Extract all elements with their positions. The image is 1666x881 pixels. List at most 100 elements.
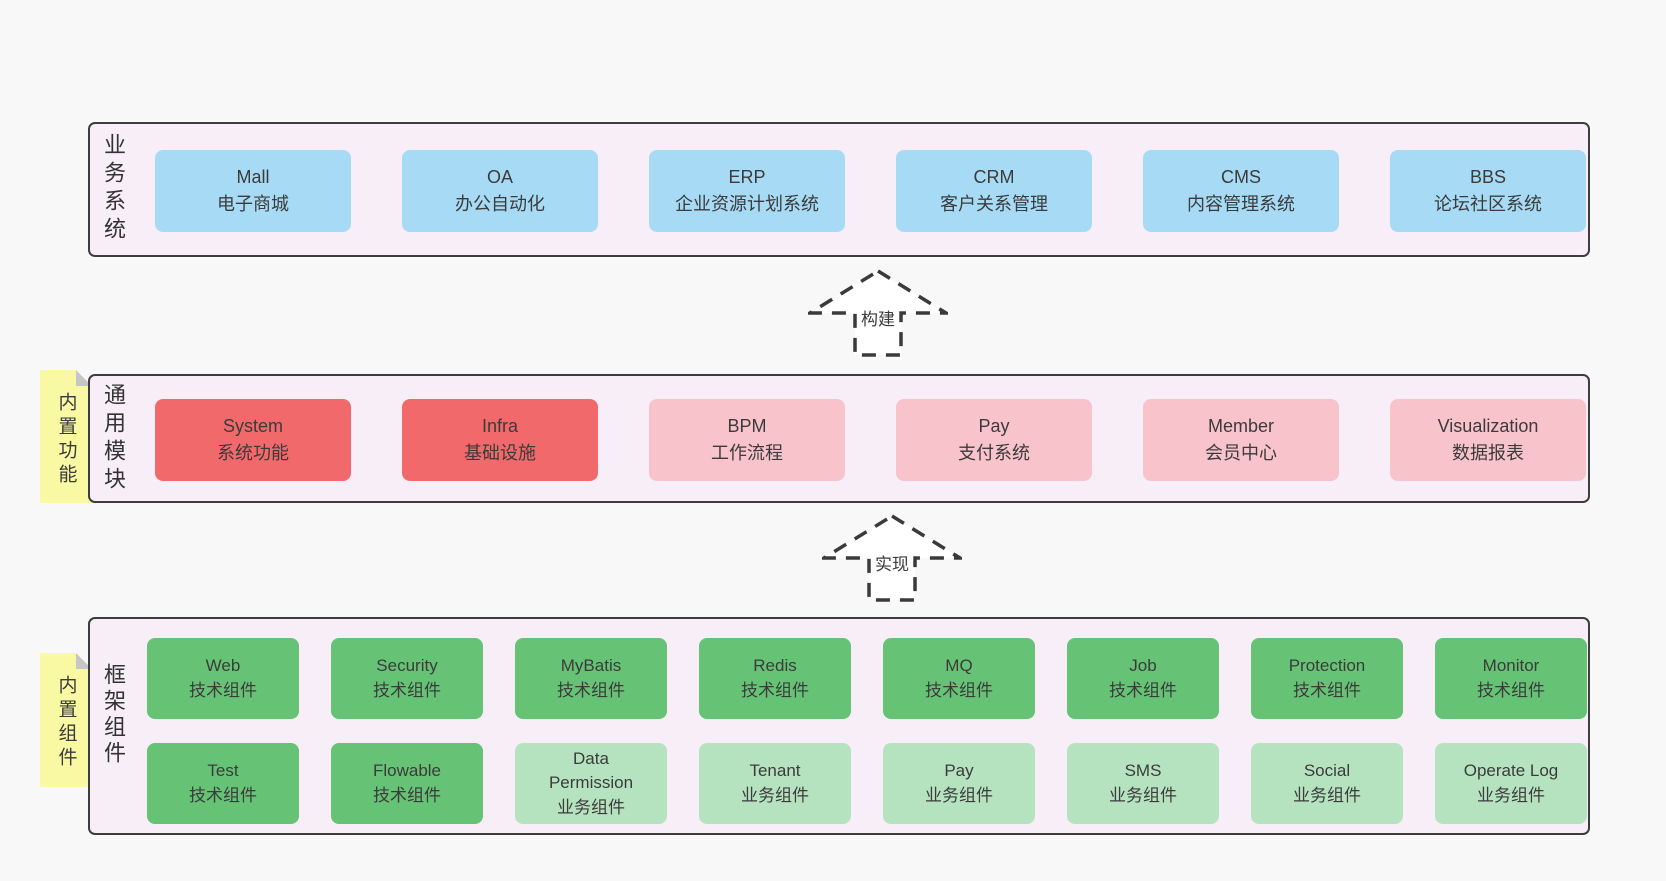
panel-framework-components: 框架组件 Web 技术组件 Security 技术组件 MyBatis 技术组件… — [88, 617, 1590, 835]
box-desc: 数据报表 — [1452, 443, 1524, 463]
box-row: Mall 电子商城 OA 办公自动化 ERP 企业资源计划系统 CRM 客户关系… — [155, 150, 1586, 232]
box-desc: 业务组件 — [557, 797, 625, 817]
box-desc: 会员中心 — [1205, 443, 1277, 463]
box-desc: 技术组件 — [189, 680, 257, 700]
box-desc: 技术组件 — [557, 680, 625, 700]
box-desc: 业务组件 — [1477, 785, 1545, 805]
box-desc: 系统功能 — [217, 443, 289, 463]
sticky-note-built-in-functions: 内置功能 — [40, 370, 92, 503]
box-name: SMS — [1124, 761, 1162, 781]
box-name: BBS — [1469, 167, 1507, 187]
box-row-business: Test 技术组件 Flowable 技术组件 Data Permission … — [147, 743, 1587, 824]
box-name: Member — [1207, 416, 1274, 436]
box-name: Job — [1129, 656, 1157, 676]
box-name: Protection — [1288, 656, 1366, 676]
box-desc: 工作流程 — [711, 443, 783, 463]
box-desc: 技术组件 — [1109, 680, 1177, 700]
box-name: Mall — [236, 167, 270, 187]
box-name: CRM — [973, 167, 1015, 187]
box-desc: 电子商城 — [217, 194, 289, 214]
box-monitor: Monitor 技术组件 — [1435, 638, 1587, 719]
panel-title: 业务系统 — [101, 133, 126, 245]
box-desc: 业务组件 — [741, 785, 809, 805]
arrow-label: 实现 — [872, 550, 912, 575]
box-desc: 支付系统 — [958, 443, 1030, 463]
sticky-note-label: 内置组件 — [55, 675, 77, 771]
box-mybatis: MyBatis 技术组件 — [515, 638, 667, 719]
panel-common-modules: 通用模块 System 系统功能 Infra 基础设施 BPM 工作流程 Pay… — [88, 374, 1590, 503]
box-name: Security — [376, 656, 438, 676]
box-desc: 基础设施 — [464, 443, 536, 463]
box-desc: 业务组件 — [925, 785, 993, 805]
box-oa: OA 办公自动化 — [402, 150, 598, 232]
box-name: Operate Log — [1463, 761, 1559, 781]
box-desc: 业务组件 — [1293, 785, 1361, 805]
panel-business-systems: 业务系统 Mall 电子商城 OA 办公自动化 ERP 企业资源计划系统 CRM… — [88, 122, 1590, 257]
box-name: Test — [207, 761, 239, 781]
box-name: Web — [205, 656, 241, 676]
box-row: System 系统功能 Infra 基础设施 BPM 工作流程 Pay 支付系统… — [155, 399, 1586, 481]
box-name: Flowable — [372, 761, 442, 781]
box-member: Member 会员中心 — [1143, 399, 1339, 481]
sticky-note-label: 内置功能 — [55, 392, 77, 488]
box-cms: CMS 内容管理系统 — [1143, 150, 1339, 232]
box-desc: 技术组件 — [373, 680, 441, 700]
box-name: BPM — [727, 416, 767, 436]
box-data-permission: Data Permission 业务组件 — [515, 743, 667, 824]
box-bpm: BPM 工作流程 — [649, 399, 845, 481]
box-visualization: Visualization 数据报表 — [1390, 399, 1586, 481]
box-desc: 论坛社区系统 — [1434, 194, 1542, 214]
box-desc: 企业资源计划系统 — [675, 194, 819, 214]
box-desc: 内容管理系统 — [1187, 194, 1295, 214]
box-name: Redis — [753, 656, 797, 676]
box-crm: CRM 客户关系管理 — [896, 150, 1092, 232]
box-desc: 技术组件 — [189, 785, 257, 805]
box-system: System 系统功能 — [155, 399, 351, 481]
box-desc: 技术组件 — [741, 680, 809, 700]
sticky-note-built-in-components: 内置组件 — [40, 653, 92, 787]
box-desc: 技术组件 — [1293, 680, 1361, 700]
box-name: CMS — [1221, 167, 1261, 187]
box-name: MQ — [945, 656, 973, 676]
arrow-build: 构建 — [808, 267, 948, 359]
box-desc: 技术组件 — [925, 680, 993, 700]
box-tenant: Tenant 业务组件 — [699, 743, 851, 824]
box-social: Social 业务组件 — [1251, 743, 1403, 824]
box-name: Pay — [944, 761, 974, 781]
box-name: Data Permission — [548, 749, 634, 793]
box-desc: 办公自动化 — [455, 194, 545, 214]
box-name: Social — [1303, 761, 1351, 781]
box-bbs: BBS 论坛社区系统 — [1390, 150, 1586, 232]
box-sms: SMS 业务组件 — [1067, 743, 1219, 824]
box-mall: Mall 电子商城 — [155, 150, 351, 232]
box-test: Test 技术组件 — [147, 743, 299, 824]
box-security: Security 技术组件 — [331, 638, 483, 719]
box-pay-module: Pay 支付系统 — [896, 399, 1092, 481]
box-desc: 技术组件 — [373, 785, 441, 805]
box-name: Infra — [481, 416, 519, 436]
box-flowable: Flowable 技术组件 — [331, 743, 483, 824]
box-job: Job 技术组件 — [1067, 638, 1219, 719]
box-name: Visualization — [1437, 416, 1539, 436]
box-desc: 客户关系管理 — [940, 194, 1048, 214]
box-redis: Redis 技术组件 — [699, 638, 851, 719]
box-name: OA — [486, 167, 513, 187]
box-desc: 业务组件 — [1109, 785, 1177, 805]
box-infra: Infra 基础设施 — [402, 399, 598, 481]
box-web: Web 技术组件 — [147, 638, 299, 719]
box-name: Tenant — [749, 761, 801, 781]
arrow-implement: 实现 — [822, 512, 962, 604]
box-erp: ERP 企业资源计划系统 — [649, 150, 845, 232]
box-name: MyBatis — [560, 656, 622, 676]
box-pay-component: Pay 业务组件 — [883, 743, 1035, 824]
panel-title: 框架组件 — [101, 663, 126, 767]
box-name: Pay — [978, 416, 1010, 436]
box-name: ERP — [728, 167, 766, 187]
box-protection: Protection 技术组件 — [1251, 638, 1403, 719]
box-mq: MQ 技术组件 — [883, 638, 1035, 719]
box-row-technical: Web 技术组件 Security 技术组件 MyBatis 技术组件 Redi… — [147, 638, 1587, 719]
box-name: System — [222, 416, 283, 436]
panel-title: 通用模块 — [101, 383, 126, 495]
box-name: Monitor — [1482, 656, 1540, 676]
